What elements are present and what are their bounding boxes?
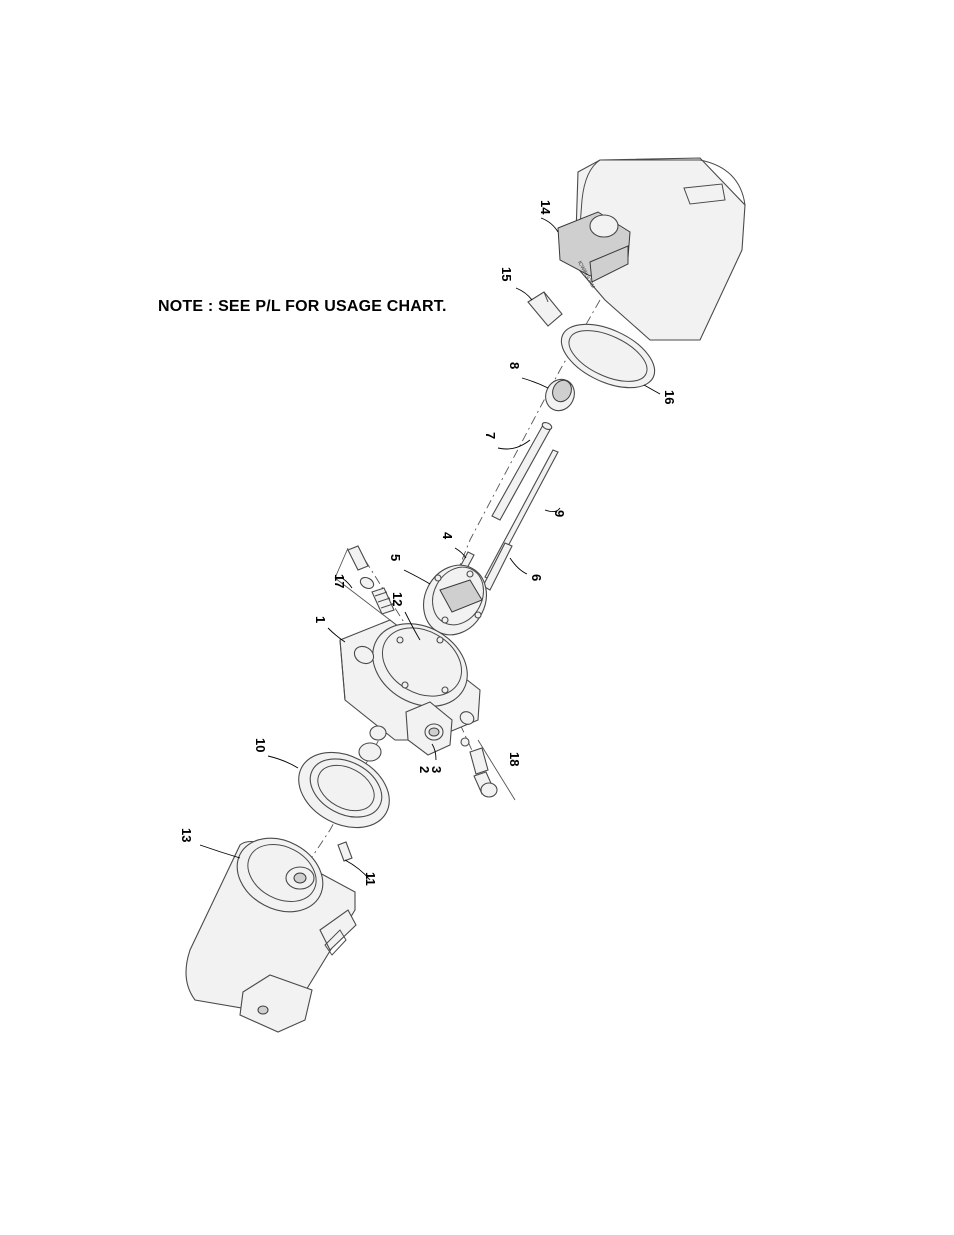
callout-labels: 14 15 16 8 7 9 4 6 5 17 12 1 10 2 3 18 1… [179, 200, 677, 886]
callout-10: 10 [253, 738, 268, 752]
callout-3: 3 [429, 766, 444, 773]
pin-part-6 [482, 542, 513, 591]
callout-7: 7 [483, 432, 498, 439]
callout-12: 12 [390, 592, 405, 606]
fitting [358, 725, 387, 762]
leader-lines [199, 217, 661, 881]
screw-part-11 [337, 841, 353, 862]
callout-13: 13 [179, 828, 194, 842]
pressure-switch-part-14: ICWINGORM [557, 157, 746, 341]
relief-valve-part-17 [334, 545, 395, 621]
callout-4: 4 [440, 532, 455, 540]
callout-11: 11 [363, 872, 378, 886]
pump-body-part-1 [339, 619, 481, 741]
callout-5: 5 [388, 554, 403, 561]
callout-1: 1 [313, 616, 328, 623]
callout-14: 14 [538, 200, 553, 215]
callout-6: 6 [529, 574, 544, 581]
usage-chart-note: NOTE : SEE P/L FOR USAGE CHART. [158, 298, 447, 315]
rod-part-7 [491, 422, 553, 521]
callout-15: 15 [499, 267, 514, 281]
callout-8: 8 [507, 362, 522, 369]
valve-block-parts-2-3 [405, 701, 453, 756]
relief-valve-part-18 [460, 737, 516, 801]
plug-part-8 [545, 378, 575, 412]
callout-18: 18 [507, 752, 522, 766]
motor-part-13 [185, 837, 357, 1033]
pump-head-part-5 [423, 564, 487, 636]
callout-2: 2 [417, 766, 432, 773]
adapter-ring-part-10 [298, 751, 390, 829]
callout-9: 9 [552, 510, 567, 517]
callout-17: 17 [332, 574, 347, 588]
switch-cover-part-16 [560, 323, 656, 389]
callout-16: 16 [662, 390, 677, 404]
connector-part-15 [527, 291, 563, 327]
